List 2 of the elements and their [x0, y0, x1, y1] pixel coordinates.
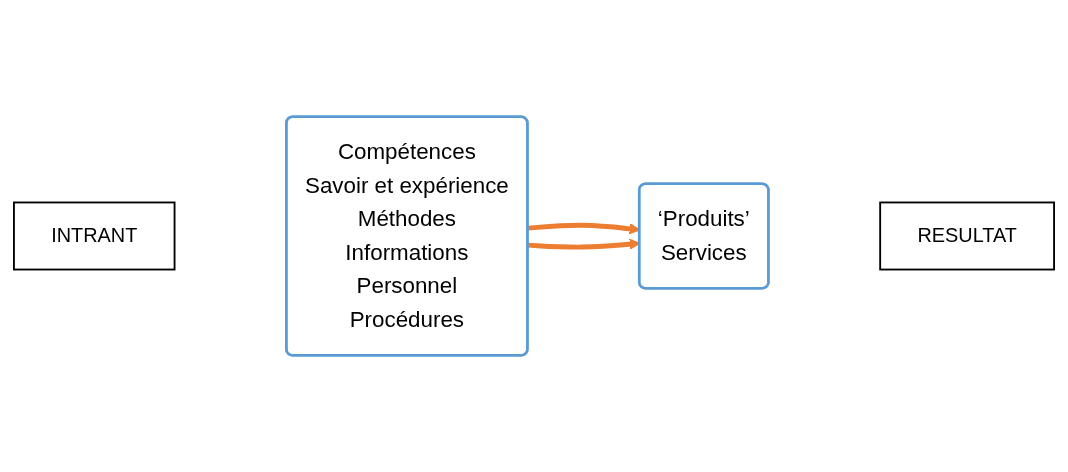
node-box: INTRANT [13, 201, 176, 271]
node-box: RESULTAT [879, 201, 1055, 271]
